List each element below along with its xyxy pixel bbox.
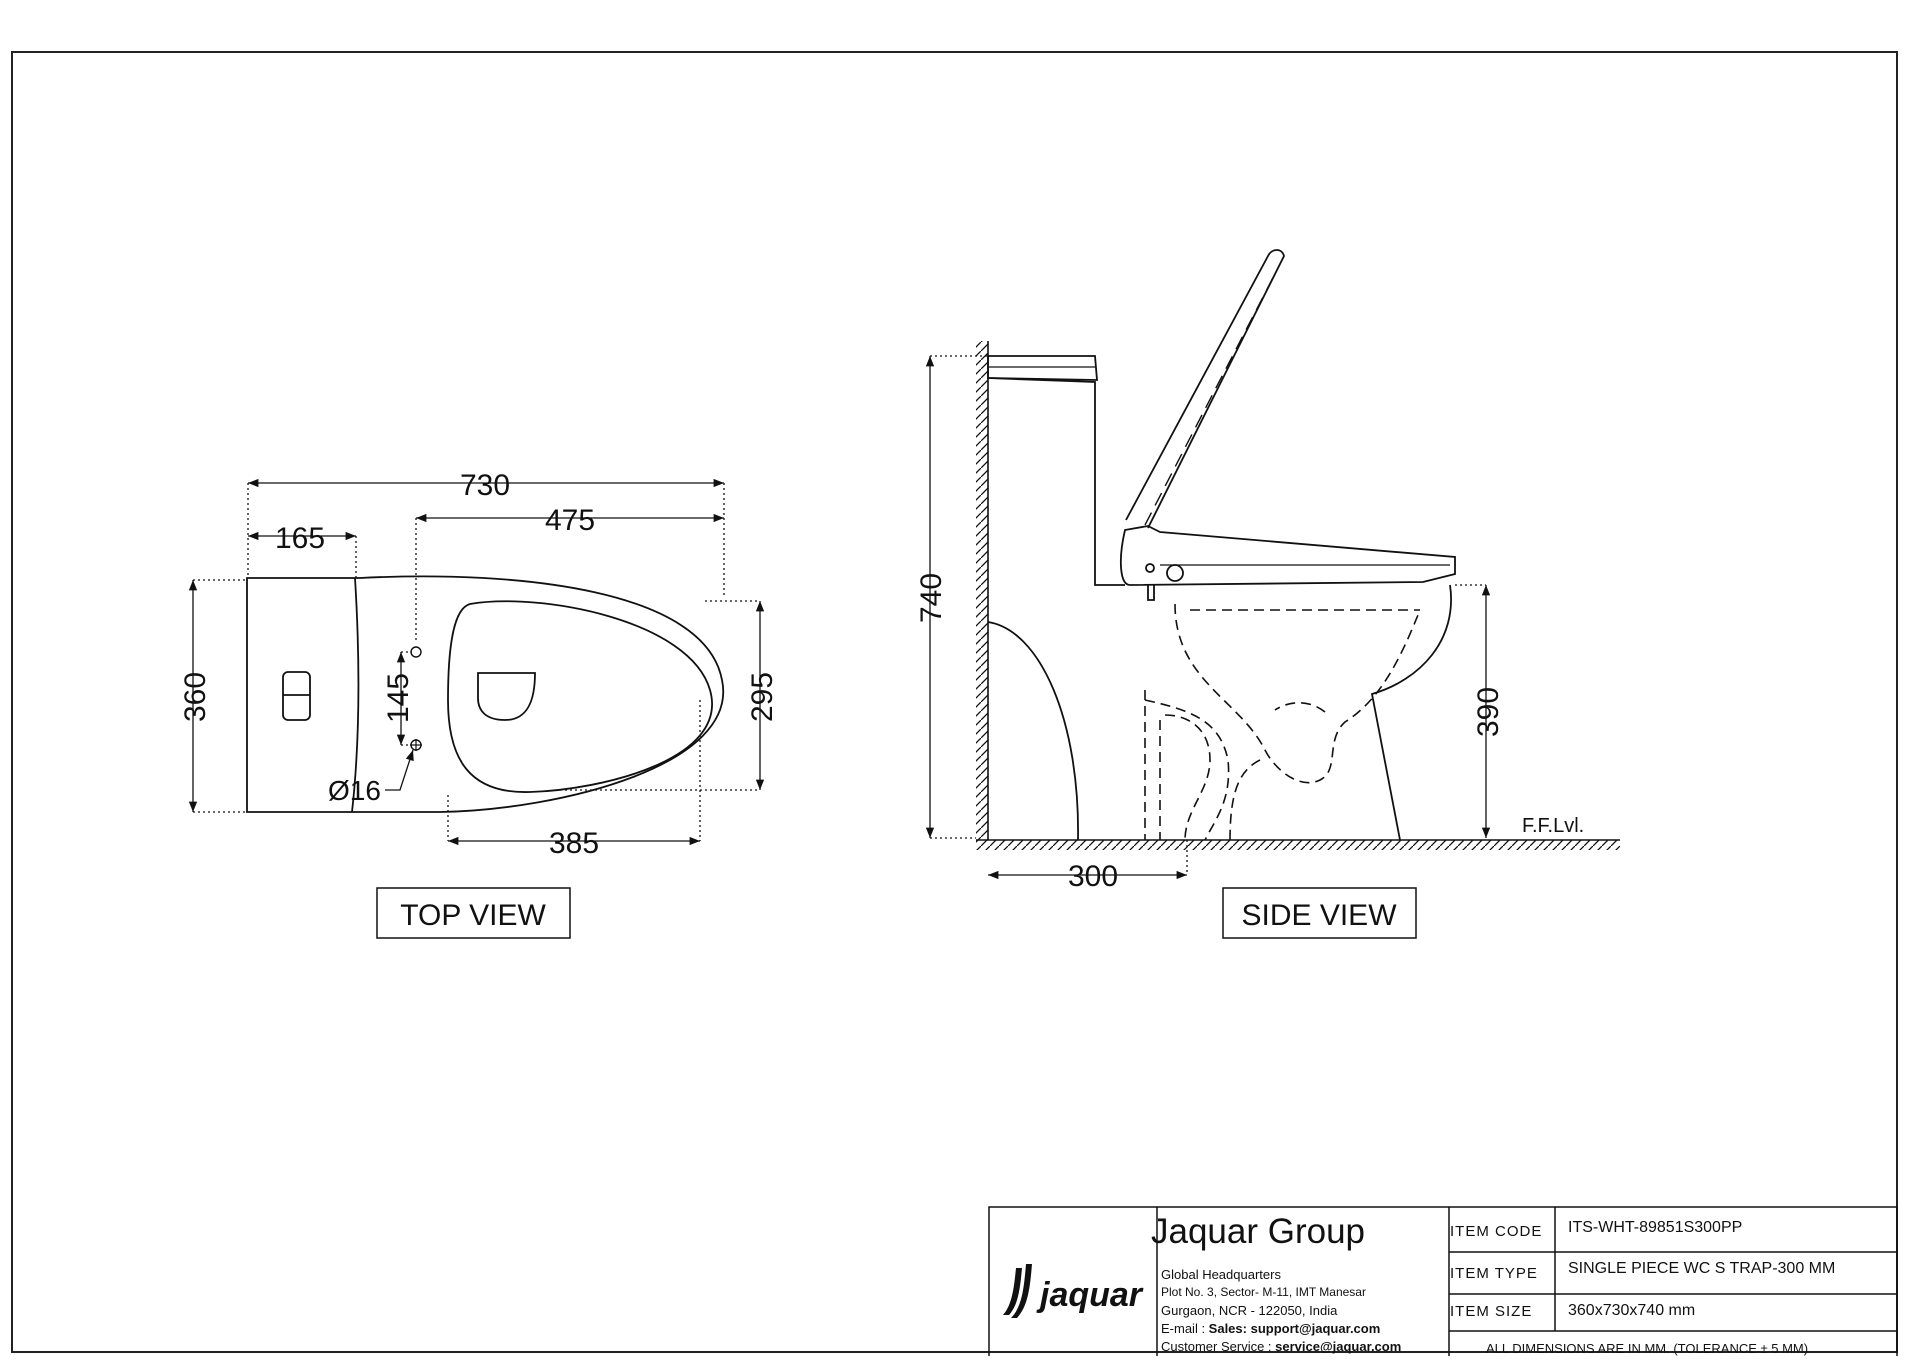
hq-address-1: Plot No. 3, Sector- M-11, IMT Manesar bbox=[1161, 1285, 1366, 1299]
side-view bbox=[987, 249, 1456, 841]
cs-value[interactable]: service@jaquar.com bbox=[1275, 1339, 1402, 1354]
bowl-front bbox=[1370, 584, 1452, 841]
top-view-caption-box bbox=[376, 887, 571, 939]
item-type-value: SINGLE PIECE WC S TRAP-300 MM bbox=[1568, 1260, 1836, 1277]
title-block: Jaquar Group Global Headquarters Plot No… bbox=[986, 1203, 1894, 1366]
dim-145: 145 bbox=[382, 673, 415, 723]
cs-label: Customer Service : bbox=[1161, 1339, 1276, 1354]
email-label: E-mail : bbox=[1161, 1321, 1209, 1336]
dim-475: 475 bbox=[545, 504, 595, 537]
dim-385: 385 bbox=[549, 827, 599, 860]
hq-email: E-mail : Sales: support@jaquar.com bbox=[1161, 1321, 1380, 1336]
toilet-lid-raised bbox=[1125, 249, 1285, 529]
hq-heading: Global Headquarters bbox=[1161, 1267, 1281, 1282]
top-view-caption: TOP VIEW bbox=[400, 899, 546, 932]
side-view-caption-box bbox=[1222, 887, 1417, 939]
mounting-hole-top bbox=[410, 646, 422, 658]
trap-hidden-lines bbox=[1144, 603, 1421, 841]
tank-body bbox=[987, 377, 1125, 586]
dim-390: 390 bbox=[1472, 687, 1505, 737]
dim-740: 740 bbox=[915, 573, 948, 623]
item-code-label: ITEM CODE bbox=[1450, 1223, 1543, 1240]
item-size-label: ITEM SIZE bbox=[1450, 1303, 1533, 1320]
flush-button bbox=[282, 671, 311, 721]
tank-lid bbox=[987, 355, 1098, 381]
dim-360: 360 bbox=[179, 672, 212, 722]
floor-level-label: F.F.Lvl. bbox=[1522, 815, 1584, 837]
seat-hinge bbox=[1166, 564, 1184, 582]
bowl-opening bbox=[477, 672, 536, 721]
dimensions-note: ALL DIMENSIONS ARE IN MM. (TOLERANCE ± 5… bbox=[1486, 1341, 1809, 1356]
hq-address-2: Gurgaon, NCR - 122050, India bbox=[1161, 1303, 1338, 1318]
side-view-caption: SIDE VIEW bbox=[1241, 899, 1397, 932]
wall-hatch bbox=[976, 341, 988, 841]
side-view-dimension-labels: 740 390 300 F.F.Lvl. bbox=[915, 573, 1584, 893]
top-view bbox=[246, 575, 725, 813]
company-name: Jaquar Group bbox=[1151, 1212, 1366, 1251]
dim-295: 295 bbox=[746, 672, 779, 722]
side-view-dimensions bbox=[925, 355, 1491, 880]
dim-300: 300 bbox=[1068, 860, 1118, 893]
toilet-seat bbox=[1120, 525, 1456, 586]
item-size-value: 360x730x740 mm bbox=[1568, 1302, 1696, 1319]
item-code-value: ITS-WHT-89851S300PP bbox=[1568, 1219, 1743, 1236]
jaquar-logo-mark bbox=[1003, 1264, 1032, 1318]
top-view-dimension-labels: 730 475 165 360 295 385 145 Ø16 bbox=[179, 469, 779, 860]
email-value[interactable]: Sales: support@jaquar.com bbox=[1208, 1321, 1381, 1336]
dim-730: 730 bbox=[460, 469, 510, 502]
sheet-border bbox=[11, 51, 1898, 1353]
title-block-frame bbox=[988, 1206, 1898, 1356]
top-view-outline bbox=[246, 575, 725, 813]
item-type-label: ITEM TYPE bbox=[1450, 1265, 1538, 1282]
hq-customer-service: Customer Service : service@jaquar.com bbox=[1161, 1339, 1401, 1354]
tank-division-line bbox=[351, 577, 360, 813]
floor-hatch bbox=[976, 840, 1620, 850]
jaquar-logo-text: jaquar bbox=[1036, 1276, 1144, 1314]
dim-165: 165 bbox=[275, 522, 325, 555]
bowl-back bbox=[987, 621, 1079, 841]
dim-diameter-16: Ø16 bbox=[328, 775, 381, 806]
bowl-rim bbox=[447, 600, 713, 793]
top-view-dimensions bbox=[188, 478, 765, 846]
